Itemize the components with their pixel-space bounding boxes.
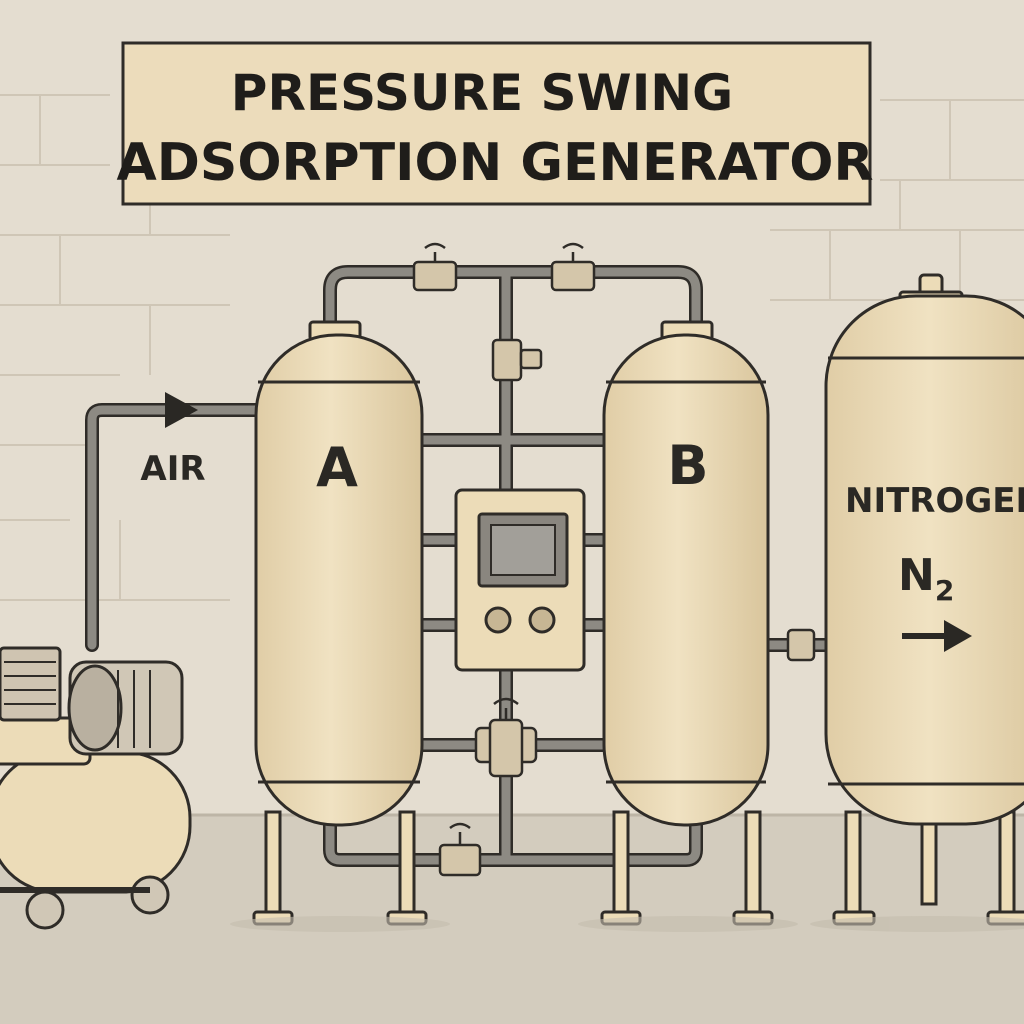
valve-top-left-icon xyxy=(412,242,458,292)
valve-outlet-icon xyxy=(786,628,816,662)
control-panel xyxy=(454,488,586,672)
n2-symbol: N2 xyxy=(898,550,954,607)
valve-center-upper-icon xyxy=(491,338,543,382)
tank-b-label: B xyxy=(667,434,708,497)
air-flow-arrow-icon xyxy=(165,392,198,428)
floor-shadows xyxy=(230,916,1024,932)
n2-subscript: 2 xyxy=(935,574,954,607)
n2-main: N xyxy=(898,550,935,601)
air-label: AIR xyxy=(140,449,205,489)
title-banner xyxy=(121,41,872,206)
title-line-1: PRESSURE SWING xyxy=(231,64,733,122)
title-line-2: ADSORPTION GENERATOR xyxy=(116,133,873,193)
adsorber-tank-a xyxy=(252,320,428,926)
nitrogen-arrowhead-icon xyxy=(944,620,972,652)
valve-top-right-icon xyxy=(550,242,596,292)
valve-bottom-icon xyxy=(438,822,482,877)
tank-a-label: A xyxy=(316,436,358,499)
air-compressor xyxy=(0,646,192,930)
nitrogen-receiver-tank xyxy=(824,273,1024,926)
valve-center-lower-icon xyxy=(474,697,538,778)
